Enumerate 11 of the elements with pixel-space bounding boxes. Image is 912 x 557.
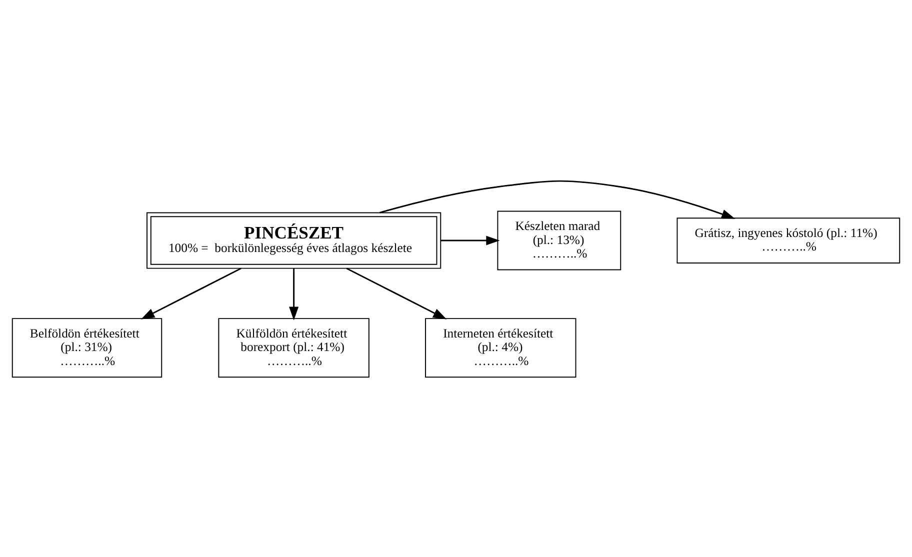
node-box: PINCÉSZET 100% = borkülönlegesség éves átlagos készlete: [146, 212, 442, 268]
arrow: [379, 180, 736, 218]
arrow: [440, 235, 500, 245]
node-box: Készleten marad (pl.: 13%) ………..%: [497, 210, 622, 270]
node-box: Külföldön értékesített borexport (pl.: 41%) ………..%: [218, 318, 370, 378]
node-box: Interneten értékesített (pl.: 4%) ………..%: [425, 318, 576, 378]
node-box: Grátisz, ingyenes kóstoló (pl.: 11%) ………..%: [676, 217, 900, 263]
arrow: [346, 267, 447, 319]
arrow: [140, 267, 242, 319]
node-box: Belföldön értékesített (pl.: 31%) ………..%: [12, 318, 162, 378]
arrow: [289, 268, 299, 320]
